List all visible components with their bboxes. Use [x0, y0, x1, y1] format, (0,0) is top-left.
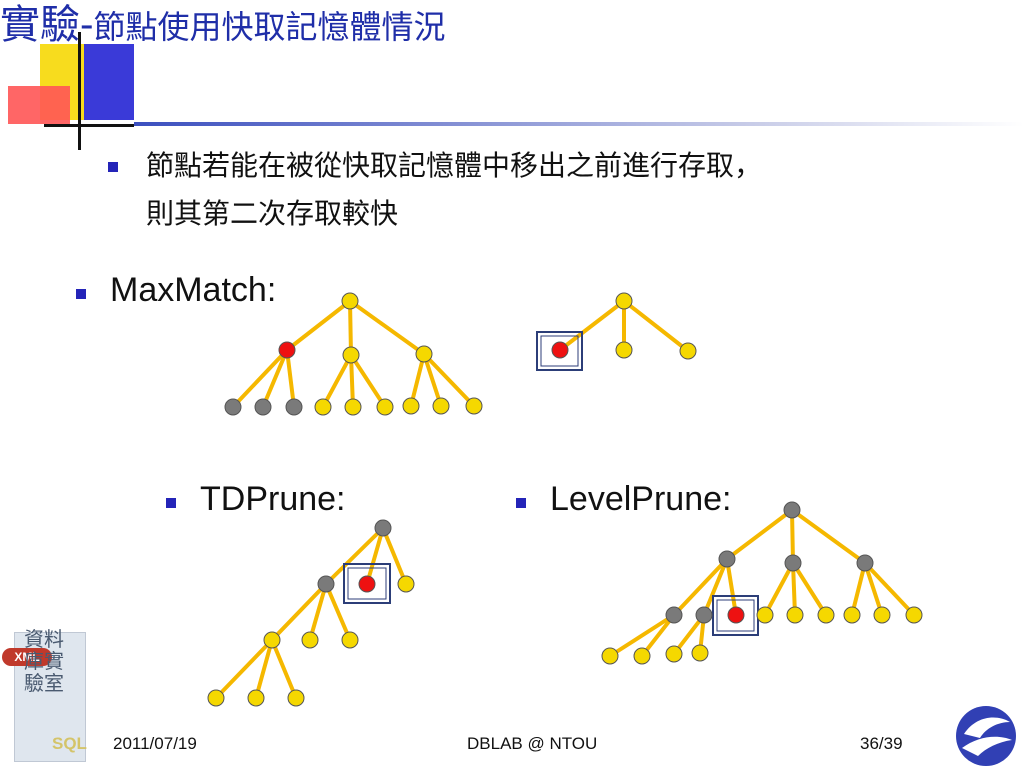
node-red	[358, 575, 376, 593]
node-yellow	[376, 398, 394, 416]
node-yellow	[402, 397, 420, 415]
node-yellow	[817, 606, 835, 624]
title-main: 實驗-	[0, 2, 94, 48]
bullet-icon	[76, 289, 86, 299]
node-yellow	[601, 647, 619, 665]
title-underline	[134, 122, 1024, 126]
node-red	[551, 341, 569, 359]
node-yellow	[341, 631, 359, 649]
node-yellow	[432, 397, 450, 415]
node-gray	[718, 550, 736, 568]
node-yellow	[287, 689, 305, 707]
node-yellow	[905, 606, 923, 624]
node-yellow	[247, 689, 265, 707]
node-yellow	[665, 645, 683, 663]
bullet-icon	[108, 162, 118, 172]
node-red	[727, 606, 745, 624]
node-gray	[285, 398, 303, 416]
node-yellow	[314, 398, 332, 416]
label-maxmatch: MaxMatch:	[110, 271, 277, 309]
footer-page-number: 36/39	[860, 734, 903, 753]
label-levelprune: LevelPrune:	[550, 480, 732, 518]
node-gray	[224, 398, 242, 416]
tree-edges	[214, 299, 916, 700]
logo-xml-badge: XML	[2, 648, 52, 666]
node-yellow	[397, 575, 415, 593]
corner-decoration	[0, 0, 140, 160]
node-yellow	[207, 689, 225, 707]
node-yellow	[691, 644, 709, 662]
logo-chars: 資料庫實驗室	[24, 627, 64, 695]
bullet-icon	[516, 498, 526, 508]
node-yellow	[341, 292, 359, 310]
node-gray	[374, 519, 392, 537]
node-gray	[665, 606, 683, 624]
title-sub: 節點使用快取記憶體情況	[93, 8, 446, 46]
node-gray	[254, 398, 272, 416]
node-gray	[784, 554, 802, 572]
node-gray	[695, 606, 713, 624]
logo-sql-text: SQL	[52, 734, 87, 753]
node-red	[278, 341, 296, 359]
node-yellow	[344, 398, 362, 416]
node-yellow	[843, 606, 861, 624]
node-gray	[856, 554, 874, 572]
node-yellow	[615, 292, 633, 310]
node-yellow	[615, 341, 633, 359]
node-yellow	[301, 631, 319, 649]
node-yellow	[786, 606, 804, 624]
node-yellow	[873, 606, 891, 624]
bullet-text-line2: 則其第二次存取較快	[146, 197, 399, 230]
lab-logo: XML 資料庫實驗室 SQL	[0, 628, 96, 768]
cache-frames	[343, 331, 759, 636]
node-yellow	[465, 397, 483, 415]
slide-title: 實驗-節點使用快取記憶體情況	[0, 0, 1024, 52]
node-yellow	[679, 342, 697, 360]
logo-xml-text: XML	[14, 650, 40, 664]
node-yellow	[756, 606, 774, 624]
node-gray	[783, 501, 801, 519]
node-gray	[317, 575, 335, 593]
bullet-text-line1: 節點若能在被從快取記憶體中移出之前進行存取，	[146, 149, 763, 182]
node-yellow	[415, 345, 433, 363]
footer-center: DBLAB @ NTOU	[467, 734, 598, 753]
footer-date: 2011/07/19	[113, 734, 197, 753]
node-yellow	[263, 631, 281, 649]
tree-nodes	[207, 292, 923, 707]
label-tdprune: TDPrune:	[200, 480, 346, 518]
node-yellow	[633, 647, 651, 665]
bullet-icon	[166, 498, 176, 508]
node-yellow	[342, 346, 360, 364]
